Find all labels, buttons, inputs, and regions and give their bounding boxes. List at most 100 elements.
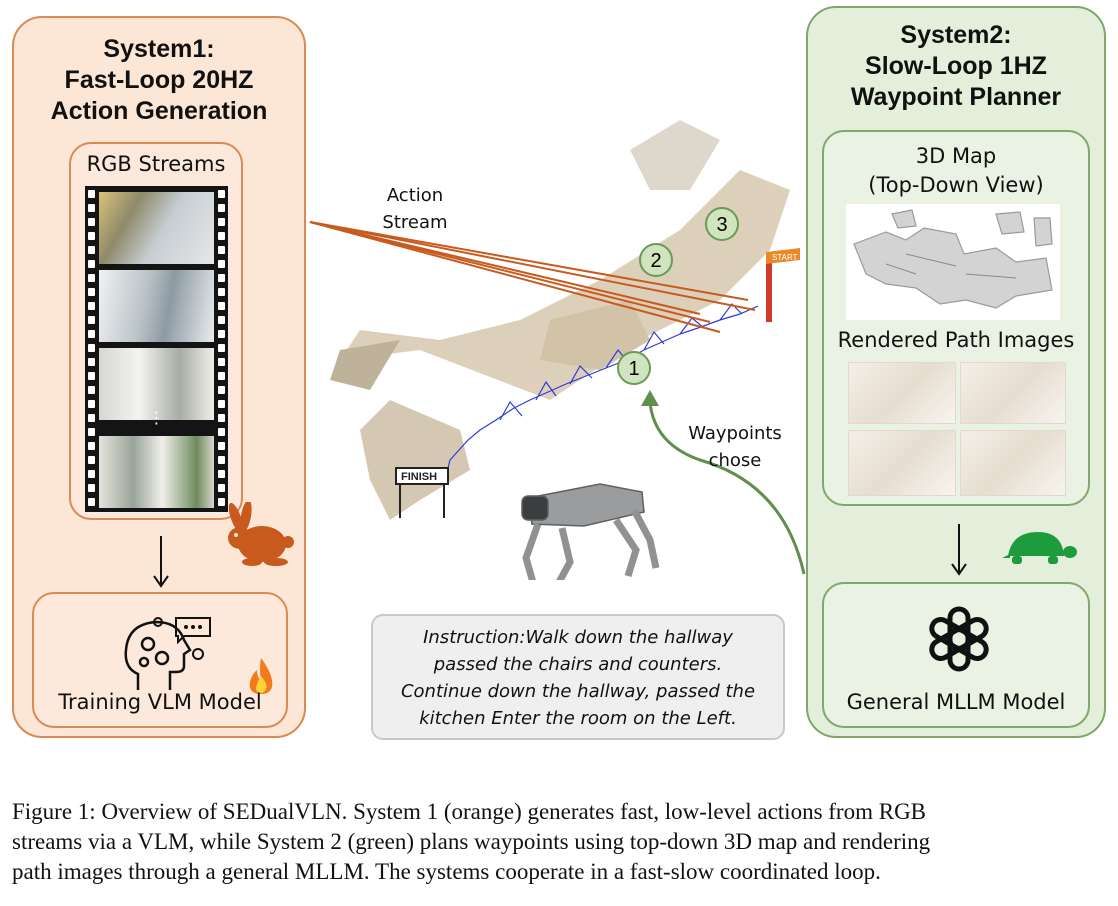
- action-stream-line: Action: [386, 185, 444, 206]
- film-sprocket-hole: [88, 498, 95, 506]
- rgb-frame: [99, 192, 214, 264]
- film-strip: ⋮: [85, 186, 228, 512]
- film-sprocket-hole: [88, 484, 95, 492]
- general-mllm-box: General MLLM Model: [822, 582, 1090, 728]
- film-sprocket-hole: [218, 456, 225, 464]
- film-sprocket-hole: [88, 316, 95, 324]
- rabbit-icon: [228, 502, 294, 566]
- film-sprocket-hole: [218, 344, 225, 352]
- system1-title: System1: Fast-Loop 20HZ Action Generatio…: [14, 34, 304, 127]
- map-label-line: (Top-Down View): [868, 173, 1044, 197]
- caption-line: path images through a general MLLM. The …: [12, 859, 881, 884]
- film-sprocket-hole: [218, 232, 225, 240]
- film-sprocket-hole: [88, 260, 95, 268]
- film-sprocket-hole: [88, 386, 95, 394]
- film-sprocket-hole: [218, 442, 225, 450]
- film-sprocket-hole: [88, 428, 95, 436]
- action-stream-line: Stream: [382, 212, 448, 233]
- instruction-line: passed the chairs and counters.: [433, 654, 723, 675]
- film-sprocket-hole: [88, 442, 95, 450]
- rendered-path-label: Rendered Path Images: [837, 328, 1075, 352]
- robot-dog-icon: [521, 483, 660, 580]
- waypoint-3: 3: [716, 214, 727, 236]
- film-sprocket-hole: [218, 288, 225, 296]
- start-flag-icon: START: [766, 248, 800, 322]
- frames-ellipsis: ⋮: [148, 408, 165, 427]
- down-arrow-icon: [153, 536, 169, 588]
- film-sprocket-hole: [88, 218, 95, 226]
- topdown-map-image: [846, 204, 1060, 320]
- system1-panel: System1: Fast-Loop 20HZ Action Generatio…: [12, 16, 306, 738]
- finish-label: FINISH: [401, 471, 437, 483]
- system2-title: System2: Slow-Loop 1HZ Waypoint Planner: [808, 20, 1104, 113]
- system1-title-line: System1:: [103, 35, 215, 63]
- instruction-line: Continue down the hallway, passed the: [400, 681, 756, 702]
- system2-title-line: Slow-Loop 1HZ: [865, 52, 1047, 80]
- fire-icon: [249, 658, 273, 694]
- film-sprocket-hole: [218, 414, 225, 422]
- film-sprocket-hole: [88, 470, 95, 478]
- figure-caption: Figure 1: Overview of SEDualVLN. System …: [12, 797, 1108, 887]
- general-mllm-label: General MLLM Model: [846, 690, 1066, 714]
- waypoints-chose-line: Waypoints: [688, 423, 782, 444]
- turtle-icon: [1002, 532, 1077, 564]
- film-sprocket-hole: [218, 204, 225, 212]
- instruction-box: Instruction:Walk down the hallway passed…: [371, 614, 785, 740]
- instruction-line: kitchen Enter the room on the Left.: [419, 708, 737, 729]
- film-sprocket-hole: [88, 400, 95, 408]
- film-sprocket-hole: [218, 470, 225, 478]
- rgb-frame: [99, 348, 214, 420]
- film-sprocket-hole: [218, 400, 225, 408]
- film-sprocket-hole: [218, 330, 225, 338]
- caption-line: streams via a VLM, while System 2 (green…: [12, 829, 931, 854]
- training-vlm-box: Training VLM Model: [32, 592, 288, 728]
- finish-gate-icon: FINISH: [395, 467, 449, 518]
- film-sprocket-hole: [218, 484, 225, 492]
- film-sprocket-hole: [88, 456, 95, 464]
- waypoint-1: 1: [628, 358, 639, 380]
- film-sprocket-hole: [218, 246, 225, 254]
- film-sprocket-hole: [218, 358, 225, 366]
- brain-gears-icon: [124, 617, 211, 690]
- rgb-streams-box: RGB Streams ⋮: [69, 142, 243, 520]
- film-sprocket-hole: [88, 330, 95, 338]
- action-stream-label: Action Stream: [370, 182, 460, 236]
- training-vlm-label: Training VLM Model: [58, 690, 262, 714]
- film-sprocket-hole: [88, 190, 95, 198]
- rgb-streams-label: RGB Streams: [86, 152, 226, 176]
- system2-panel: System2: Slow-Loop 1HZ Waypoint Planner …: [806, 6, 1106, 738]
- film-sprocket-hole: [218, 316, 225, 324]
- film-sprocket-hole: [218, 386, 225, 394]
- system2-title-line: Waypoint Planner: [850, 83, 1062, 111]
- map-label-line: 3D Map: [915, 144, 997, 168]
- instruction-line: Instruction:Walk down the hallway: [423, 627, 733, 648]
- rendered-path-image: [848, 430, 956, 496]
- down-arrow-icon: [951, 524, 967, 576]
- film-sprocket-hole: [88, 358, 95, 366]
- film-sprocket-hole: [88, 232, 95, 240]
- film-sprocket-hole: [218, 372, 225, 380]
- film-sprocket-hole: [88, 204, 95, 212]
- map-label: 3D Map (Top-Down View): [824, 142, 1088, 200]
- rgb-frame: [99, 436, 214, 508]
- film-sprocket-hole: [88, 246, 95, 254]
- film-sprocket-hole: [218, 428, 225, 436]
- rendered-path-image: [848, 362, 956, 424]
- film-sprocket-hole: [218, 190, 225, 198]
- caption-line: Figure 1: Overview of SEDualVLN. System …: [12, 799, 927, 824]
- film-sprocket-hole: [88, 414, 95, 422]
- waypoint-2: 2: [650, 250, 661, 272]
- rendered-path-image: [960, 430, 1066, 496]
- rendered-path-image: [960, 362, 1066, 424]
- film-sprocket-hole: [88, 302, 95, 310]
- film-sprocket-hole: [218, 274, 225, 282]
- film-sprocket-hole: [88, 288, 95, 296]
- map-box: 3D Map (Top-Down View) Rendered Path Ima…: [822, 130, 1090, 506]
- scene-3d-map: START FINISH 1 2 3: [309, 120, 806, 580]
- film-sprocket-hole: [218, 218, 225, 226]
- film-sprocket-hole: [218, 260, 225, 268]
- start-label: START: [772, 253, 798, 262]
- film-sprocket-hole: [218, 498, 225, 506]
- mllm-logo-icon: [929, 606, 989, 672]
- waypoints-chose-line: chose: [708, 450, 762, 471]
